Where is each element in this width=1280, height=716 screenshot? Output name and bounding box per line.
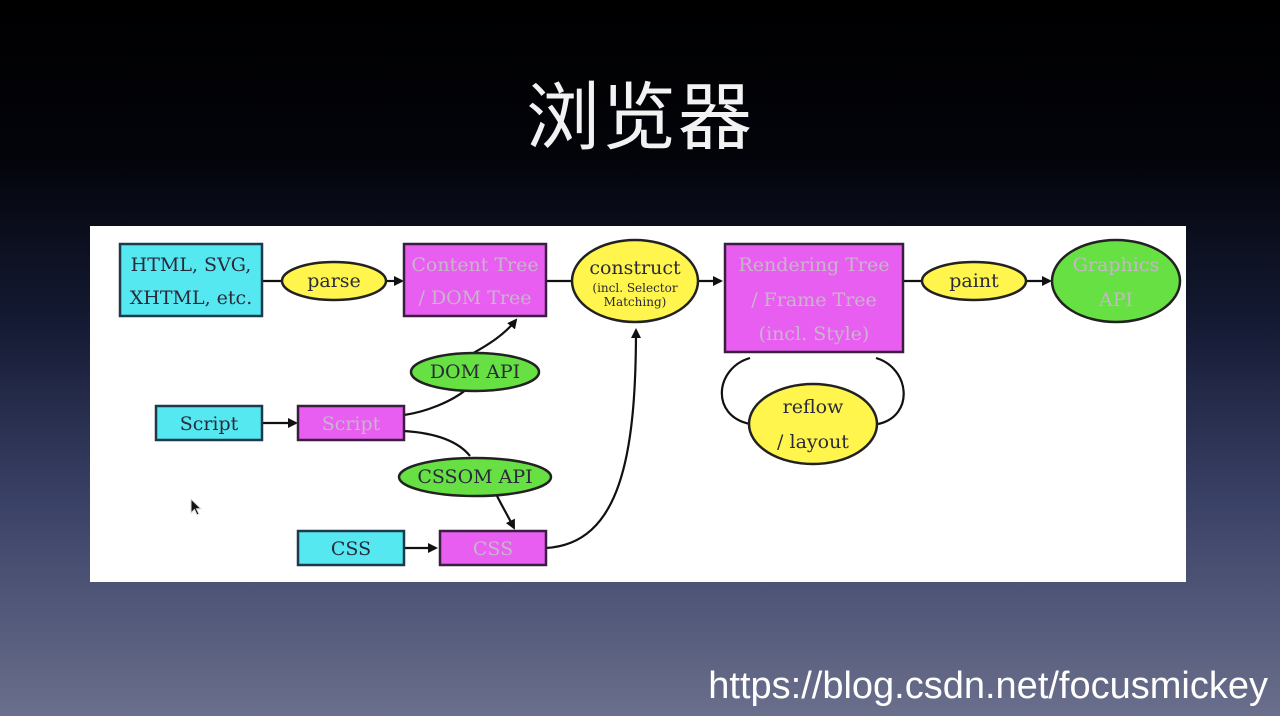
construct-line-1: construct xyxy=(589,257,681,279)
rendering-tree-line-1: Rendering Tree xyxy=(738,254,889,276)
reflow-line-1: reflow xyxy=(783,396,844,418)
node-css-engine: CSS xyxy=(438,529,548,567)
mouse-cursor-icon xyxy=(190,498,203,516)
edge-script-domapi xyxy=(403,387,469,417)
slide-title: 浏览器 xyxy=(526,75,754,161)
edge-cssomapi-css xyxy=(495,493,515,530)
edge-reflow-loop-right xyxy=(875,356,905,426)
edge-css-construct xyxy=(545,328,641,550)
node-dom-api: DOM API xyxy=(409,351,541,393)
node-html-source: HTML, SVG, XHTML, etc. xyxy=(118,242,264,318)
node-script-engine: Script xyxy=(296,404,406,442)
edge-reflow-loop-left xyxy=(720,356,751,426)
node-rendering-tree: Rendering Tree / Frame Tree (incl. Style… xyxy=(723,242,905,354)
url-watermark: https://blog.csdn.net/focusmickey xyxy=(708,665,1268,707)
rendering-tree-line-3: (incl. Style) xyxy=(759,323,870,345)
script-source-label: Script xyxy=(180,413,239,435)
content-tree-line-1: Content Tree xyxy=(411,254,538,276)
node-paint: paint xyxy=(920,260,1028,302)
graphics-api-line-2: API xyxy=(1098,289,1133,311)
script-engine-label: Script xyxy=(322,413,381,435)
node-cssom-api: CSSOM API xyxy=(397,456,553,498)
rendering-tree-line-2: / Frame Tree xyxy=(751,289,877,311)
construct-line-3: Matching) xyxy=(604,295,667,309)
reflow-line-2: / layout xyxy=(777,431,849,453)
html-source-line-2: XHTML, etc. xyxy=(130,287,252,309)
node-construct: construct (incl. Selector Matching) xyxy=(570,238,700,324)
parse-label: parse xyxy=(307,270,361,292)
node-script-source: Script xyxy=(154,404,264,442)
node-reflow-layout: reflow / layout xyxy=(747,382,879,466)
node-css-source: CSS xyxy=(296,529,406,567)
node-content-tree: Content Tree / DOM Tree xyxy=(402,242,548,318)
node-graphics-api: Graphics API xyxy=(1050,238,1182,324)
paint-label: paint xyxy=(949,270,999,292)
diagram-edges xyxy=(262,276,1052,553)
cssom-api-label: CSSOM API xyxy=(417,466,532,488)
content-tree-line-2: / DOM Tree xyxy=(419,287,532,309)
css-source-label: CSS xyxy=(331,538,371,560)
html-source-line-1: HTML, SVG, xyxy=(131,254,252,276)
css-engine-label: CSS xyxy=(473,538,513,560)
browser-pipeline-diagram: HTML, SVG, XHTML, etc. parse Content Tre… xyxy=(118,238,1182,567)
node-parse: parse xyxy=(280,260,388,302)
construct-line-2: (incl. Selector xyxy=(592,281,677,295)
dom-api-label: DOM API xyxy=(430,361,520,383)
edge-script-cssomapi xyxy=(403,429,471,457)
edge-domapi-content xyxy=(467,318,518,357)
graphics-api-line-1: Graphics xyxy=(1073,254,1159,276)
diagram-panel: HTML, SVG, XHTML, etc. parse Content Tre… xyxy=(90,226,1186,582)
